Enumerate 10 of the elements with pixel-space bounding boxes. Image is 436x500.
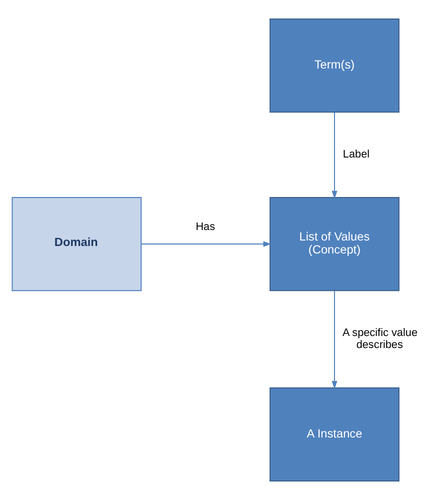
arrow (332, 112, 338, 199)
node-box: Term(s) (270, 18, 400, 113)
arrow (332, 290, 338, 389)
edge-label: A specific value describes (342, 327, 418, 351)
node-box: Domain (12, 196, 142, 292)
edge-label: Has (196, 220, 216, 233)
edge-label: Label (342, 148, 370, 161)
node-box: A Instance (270, 387, 400, 482)
node-box: List of Values (Concept) (270, 196, 400, 292)
arrow (140, 241, 272, 247)
